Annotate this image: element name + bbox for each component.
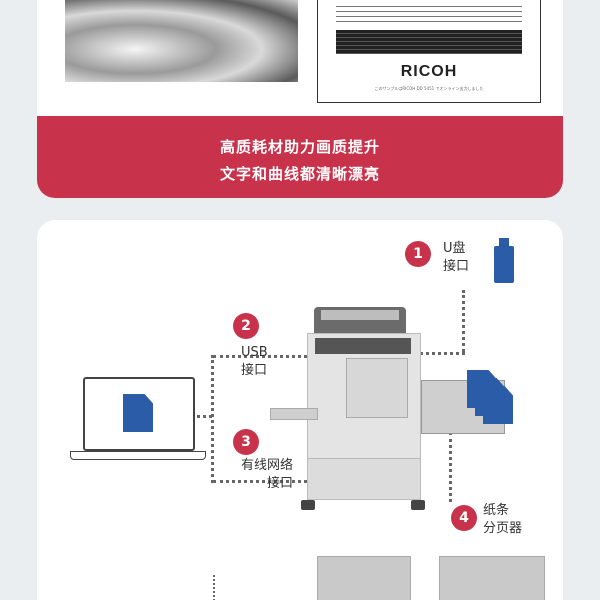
detail-photo-right (439, 556, 545, 600)
callout-1-line-2: 接口 (443, 259, 470, 274)
sample-brand-logo: RICOH (400, 63, 458, 80)
printer-scanner-glass (321, 310, 399, 320)
connector-laptop (192, 415, 212, 418)
quality-banner: 高质耗材助力画质提升 文字和曲线都清晰漂亮 (37, 116, 563, 198)
callout-1-badge: 1 (405, 241, 431, 267)
callout-3-label: 有线网络 接口 (233, 457, 293, 493)
callout-3-line-2: 接口 (266, 476, 293, 491)
connector-bottom (213, 575, 215, 600)
laptop-base (70, 451, 206, 460)
callout-1-label: U盘 接口 (443, 240, 469, 276)
printer-wheel-right (411, 500, 425, 510)
callout-4-line-2: 分页器 (483, 521, 523, 536)
interface-diagram-card: 1 U盘 接口 2 USB 接口 3 有线网络 接口 4 纸条 分页器 (37, 220, 563, 600)
banner-line-1: 高质耗材助力画质提升 (219, 138, 380, 156)
printer-stand (307, 458, 421, 500)
sample-text-lines (336, 4, 522, 22)
texture-photo (65, 0, 298, 82)
callout-2-line-2: 接口 (241, 363, 268, 378)
callout-2-badge: 2 (233, 313, 259, 339)
callout-1-line-1: U盘 (443, 241, 466, 256)
printed-pages-icon-3 (483, 386, 513, 424)
callout-2-label: USB 接口 (241, 344, 268, 380)
printer-front-door (346, 358, 408, 418)
usb-drive-body (494, 246, 514, 283)
print-quality-card: RICOH このサンプルはRICOH DD 5451 でオンライン出力しました … (37, 0, 563, 198)
usb-drive-cap (499, 238, 509, 246)
connector-left-vertical (211, 355, 214, 483)
document-icon (123, 394, 153, 432)
connector-sorter (449, 432, 452, 502)
connector-usb-cable (213, 355, 307, 358)
callout-4-badge: 4 (451, 505, 477, 531)
callout-3-badge: 3 (233, 429, 259, 455)
sample-caption: このサンプルはRICOH DD 5451 でオンライン出力しました (374, 86, 484, 91)
callout-2-line-1: USB (241, 345, 268, 360)
usb-drive-icon (494, 238, 514, 283)
sample-dark-bar (336, 30, 522, 54)
connector-usb-drive (462, 290, 465, 352)
laptop-icon (83, 377, 195, 451)
connector-usb-drive-h (420, 352, 465, 355)
print-sample: RICOH このサンプルはRICOH DD 5451 でオンライン出力しました (317, 0, 541, 103)
printer-feed-tray (270, 408, 318, 420)
detail-photo-left (317, 556, 411, 600)
callout-3-line-1: 有线网络 (240, 458, 293, 473)
callout-4-line-1: 纸条 (483, 503, 510, 518)
printer-control-panel (315, 338, 411, 354)
callout-4-label: 纸条 分页器 (483, 502, 522, 538)
printer-wheel-left (301, 500, 315, 510)
banner-line-2: 文字和曲线都清晰漂亮 (219, 165, 380, 183)
connector-network (213, 480, 307, 483)
